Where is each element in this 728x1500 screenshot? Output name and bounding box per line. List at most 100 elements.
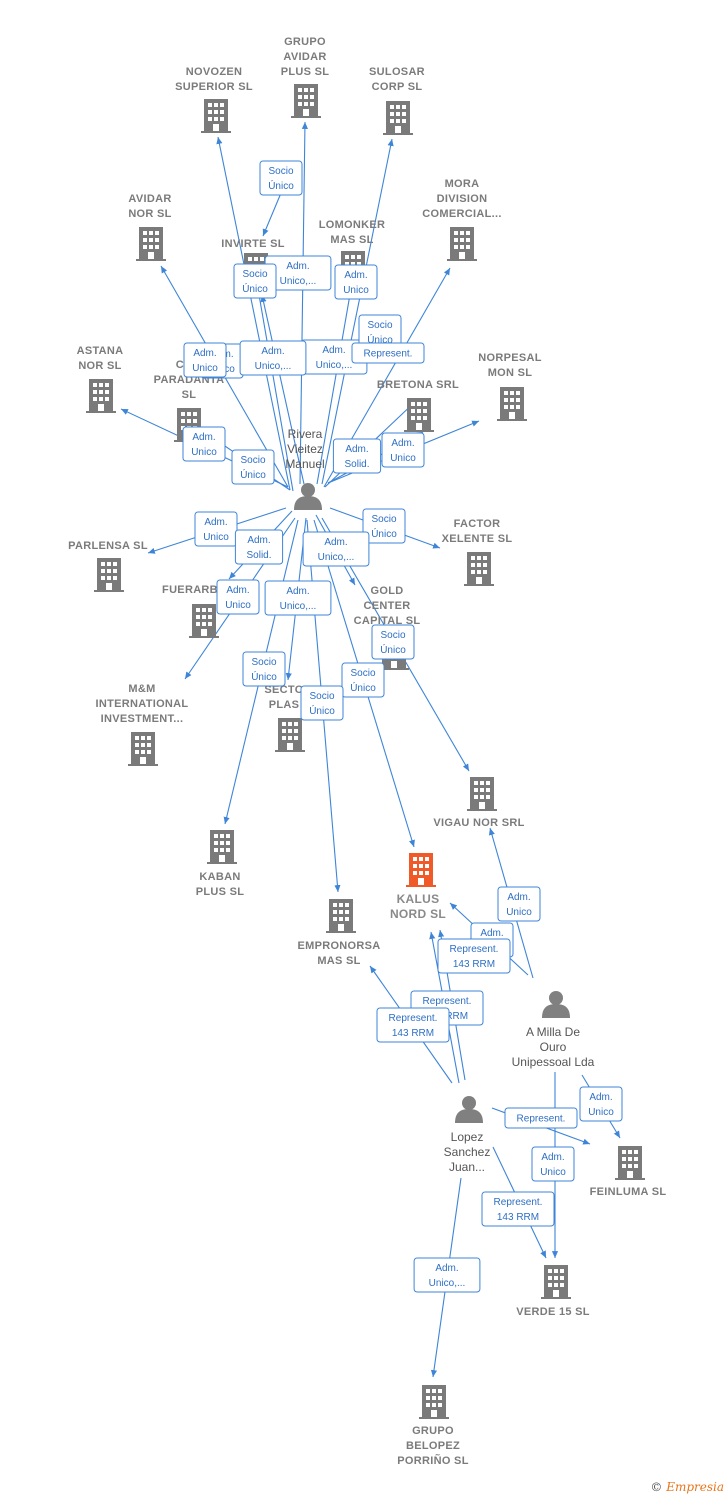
edge-label-text: Socio (240, 455, 265, 466)
building-icon (128, 732, 158, 766)
edge-label-box (381, 432, 425, 468)
edge-label-rivera-norpesal[interactable]: Adm.Unico (381, 432, 425, 468)
company-label: CAPITAL SL (354, 615, 421, 627)
edge-label-text: Unico (506, 907, 532, 918)
edge-rivera-lomonker (316, 282, 354, 485)
edge-label-text: Adm. (193, 348, 216, 359)
edge-label-milla-feinluma[interactable]: Adm. Unico (579, 1086, 623, 1122)
company-node-bretona[interactable]: BRETONA SRL (377, 379, 459, 432)
building-icon (201, 99, 231, 133)
edge-label-lopez-verde[interactable]: Represent.143 RRM (481, 1191, 555, 1227)
company-label: KABAN (199, 871, 240, 883)
edge-label-rivera-bretona[interactable]: Adm.Solid. (332, 438, 382, 474)
edge-label-text: Unico (540, 1167, 566, 1178)
edge-label-rivera-gold[interactable]: Adm.Unico,... (302, 531, 370, 567)
edge-label-rivera-avidar_plus[interactable]: Adm.Unico,... (239, 340, 307, 376)
edge-label-box (242, 651, 286, 687)
edge-label-lopez-feinluma[interactable]: Represent. (504, 1107, 578, 1129)
company-node-mm[interactable]: M&MINTERNATIONALINVESTMENT... (96, 683, 189, 766)
edge-label-text: Único (242, 282, 268, 295)
building-icon (464, 552, 494, 586)
company-label: CENTER (363, 600, 410, 612)
edge-label-text: Adm. (589, 1092, 612, 1103)
edge-label-rivera-sector[interactable]: Adm.Unico,... (264, 580, 332, 616)
building-icon (136, 227, 166, 261)
edge-label-text: Represent. (364, 349, 413, 360)
edge-label-rivera-lomonker[interactable]: Adm.Unico (334, 264, 378, 300)
edge-label-text: Único (350, 681, 376, 694)
footer-brand[interactable]: © Empresia (650, 1480, 724, 1494)
company-label: PLAS (269, 699, 300, 711)
company-node-feinluma[interactable]: FEINLUMA SL (590, 1146, 667, 1198)
edge-label-text: Adm. (435, 1263, 458, 1274)
company-node-fuerarb[interactable]: FUERARB (162, 584, 219, 638)
edge-label-text: 143 RRM (453, 959, 495, 970)
edge-label-text: Único (251, 670, 277, 683)
company-node-verde[interactable]: VERDE 15 SL (516, 1265, 590, 1318)
company-node-vigau[interactable]: VIGAU NOR SRL (433, 777, 524, 829)
company-label: PLUS SL (196, 886, 245, 898)
edge-label-text: Socio (380, 630, 405, 641)
edge-label-text: Represent. (494, 1197, 543, 1208)
edge-label-text: Socio (309, 691, 334, 702)
edge-label-milla-vigau[interactable]: Adm.Unico (497, 886, 541, 922)
edge-label-lopez-kalus[interactable]: Represent.143 RRM (437, 938, 511, 974)
edge-label-milla-verde[interactable]: Adm.Unico (531, 1146, 575, 1182)
building-icon (447, 227, 477, 261)
edge-label-text: Adm. (286, 586, 309, 597)
edge-label-rivera-bretona[interactable]: Represent. (351, 342, 425, 364)
edge-label-rivera-avidar_nor[interactable]: Adm. Unico (183, 342, 227, 378)
edge-label-text: Único (240, 468, 266, 481)
company-node-invirte[interactable]: INVIRTE SL (221, 238, 285, 287)
company-node-mora[interactable]: MORADIVISIONCOMERCIAL... (422, 178, 501, 261)
person-label: Sanchez (444, 1145, 491, 1159)
edge-label-box (300, 685, 344, 721)
edge-label-box (332, 438, 382, 474)
company-label: INVIRTE SL (221, 238, 285, 250)
company-label: PARLENSA SL (68, 540, 148, 552)
edge-label-text: Unico (192, 363, 218, 374)
company-label: NOR SL (78, 360, 121, 372)
person-label: Unipessoal Lda (512, 1055, 595, 1069)
person-node-lopez[interactable]: LopezSanchezJuan... (444, 1096, 491, 1174)
edge-label-text: Unico (588, 1107, 614, 1118)
edge-label-text: Socio (367, 320, 392, 331)
company-label: XELENTE SL (442, 533, 513, 545)
company-node-kaban[interactable]: KABAN PLUS SL (196, 830, 245, 898)
company-node-parlensa[interactable]: PARLENSA SL (68, 540, 148, 592)
edge-label-text: Unico (343, 285, 369, 296)
building-icon (86, 379, 116, 413)
edge-label-box (231, 449, 275, 485)
edge-label-box (351, 342, 425, 364)
company-label: GRUPO (284, 36, 326, 48)
edge-label-lopez-empronorsa[interactable]: Represent.143 RRM (376, 1007, 450, 1043)
edge-label-rivera-mm[interactable]: Adm.Unico (216, 579, 260, 615)
edge-label-rivera-parlensa[interactable]: Adm.Unico (194, 511, 238, 547)
edge-label-rivera-fuerarb[interactable]: Adm.Solid. (234, 529, 284, 565)
edge-label-lopez-belopez[interactable]: Adm.Unico,... (413, 1257, 481, 1293)
edge-label-rivera-astana[interactable]: Adm.Unico (182, 426, 226, 462)
